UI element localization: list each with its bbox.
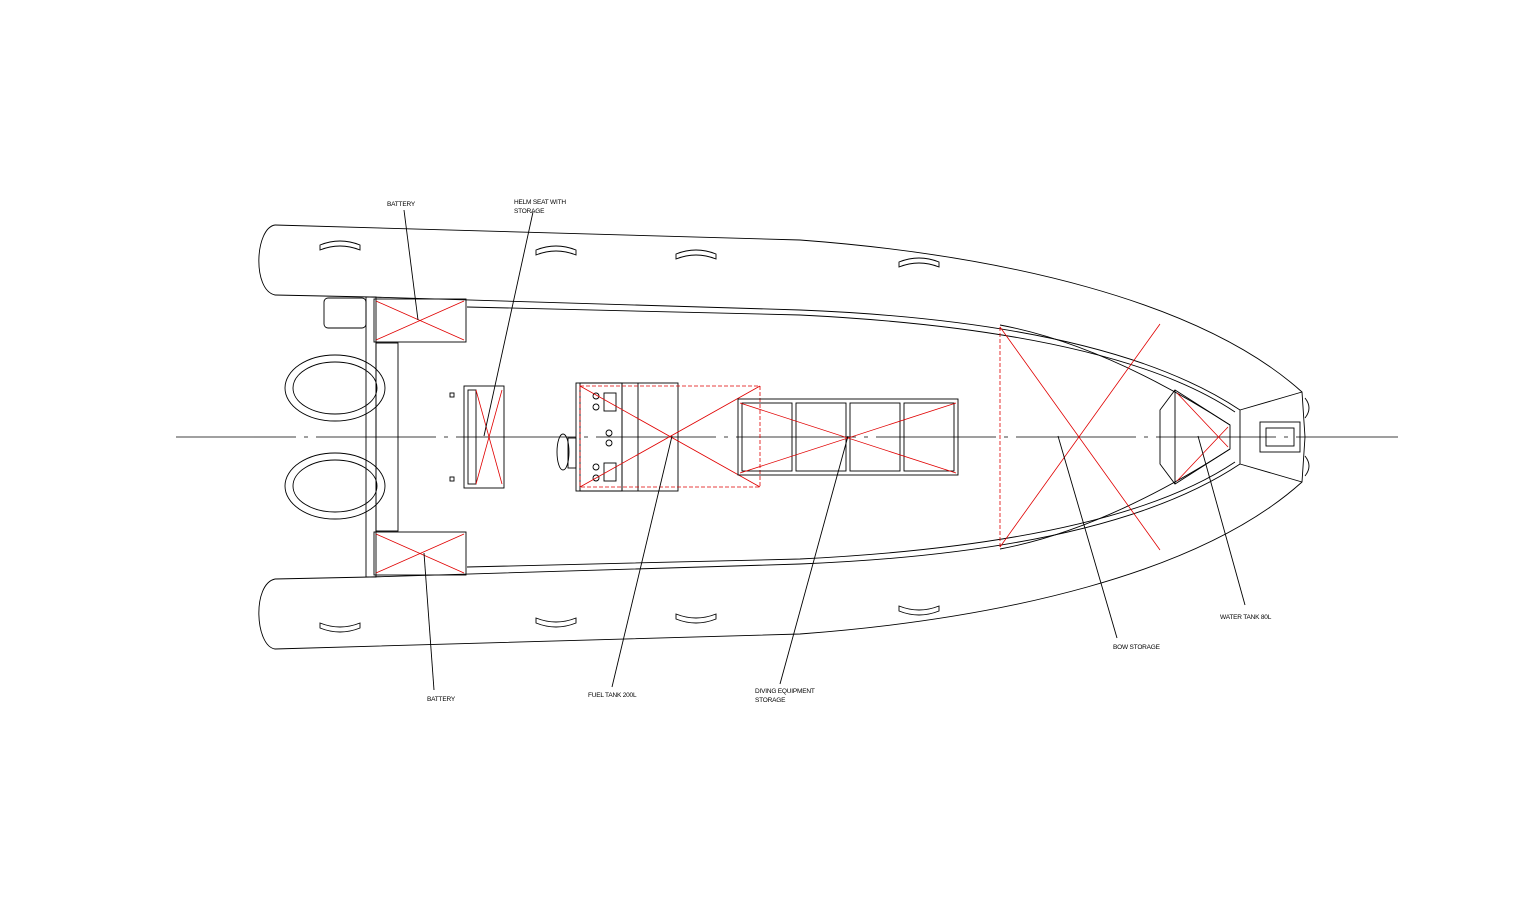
label-fuel-tank: FUEL TANK 200L [588,692,637,699]
label-diving-line2: STORAGE [755,697,786,704]
outboard-engines [284,297,399,532]
label-bow-storage: BOW STORAGE [1113,644,1161,651]
label-helm-seat-line2: STORAGE [514,208,545,215]
console [556,382,679,492]
leader-lines [403,209,1246,691]
label-diving-line1: DIVING EQUIPMENT [755,688,815,695]
tube-handles [319,240,940,633]
diving-equipment-storage [737,398,959,476]
bow-eye [1259,397,1310,477]
water-tank [1159,389,1231,485]
battery-bottom [373,531,467,576]
fuel-tank [579,385,761,488]
helm-seat [449,385,505,489]
battery-top [373,298,467,343]
bow-storage [999,323,1161,551]
label-battery-top: BATTERY [387,201,416,208]
label-battery-bottom: BATTERY [427,696,456,703]
steering-wheel-icon [556,433,570,471]
label-water-tank: WATER TANK 80L [1220,614,1272,621]
label-helm-seat-line1: HELM SEAT WITH [514,199,566,206]
